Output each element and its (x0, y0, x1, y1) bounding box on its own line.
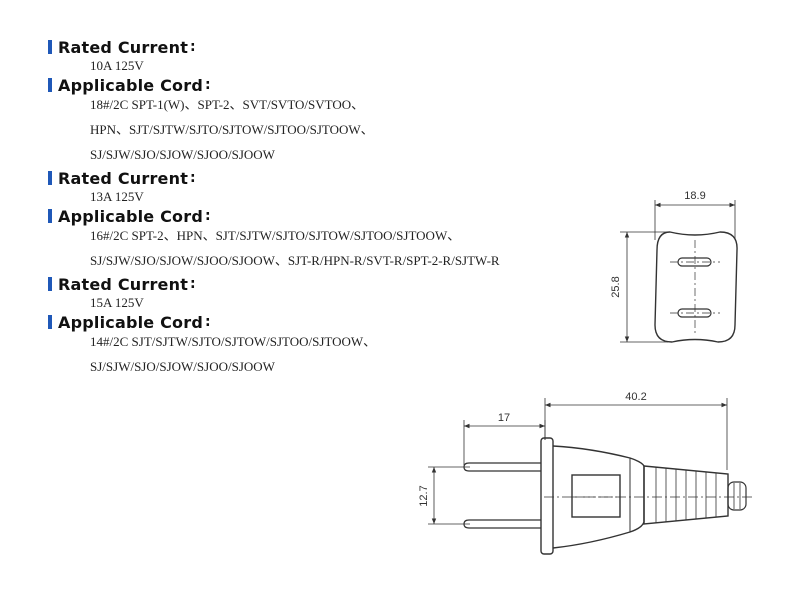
cord-line: HPN、SJT/SJTW/SJTO/SJTOW/SJTOO/SJTOOW、 (90, 122, 374, 137)
rated-current-heading: Rated Current: (48, 167, 608, 189)
heading-marker-icon (48, 40, 52, 54)
cord-list: 14#/2C SJT/SJTW/SJTO/SJTOW/SJTOO/SJTOOW、… (48, 333, 608, 375)
rated-current-heading: Rated Current: (48, 36, 608, 58)
cord-list: 18#/2C SPT-1(W)、SPT-2、SVT/SVTO/SVTOO、 HP… (48, 96, 608, 163)
face-width-label: 18.9 (684, 190, 705, 202)
applicable-cord-label: Applicable Cord (58, 75, 203, 95)
face-height-label: 25.8 (610, 276, 622, 297)
spec-block-2: Rated Current: 13A 125V Applicable Cord:… (48, 167, 608, 269)
rated-current-value: 13A 125V (90, 189, 144, 204)
rated-current-label: Rated Current (58, 37, 189, 57)
applicable-cord-label: Applicable Cord (58, 312, 203, 332)
plug-face-view (620, 200, 738, 343)
heading-marker-icon (48, 209, 52, 223)
rated-current-heading: Rated Current: (48, 273, 608, 295)
cord-line: SJ/SJW/SJO/SJOW/SJOO/SJOOW (90, 147, 275, 162)
spec-block-1: Rated Current: 10A 125V Applicable Cord:… (48, 36, 608, 163)
heading-colon: : (204, 314, 211, 330)
heading-marker-icon (48, 277, 52, 291)
heading-marker-icon (48, 315, 52, 329)
plug-side-view (428, 398, 752, 555)
spec-list: Rated Current: 10A 125V Applicable Cord:… (48, 36, 608, 379)
applicable-cord-label: Applicable Cord (58, 206, 203, 226)
heading-colon: : (190, 170, 196, 186)
heading-colon: : (204, 77, 211, 93)
cord-list: 16#/2C SPT-2、HPN、SJT/SJTW/SJTO/SJTOW/SJT… (48, 227, 608, 269)
heading-marker-icon (48, 171, 52, 185)
rated-current-label: Rated Current (58, 274, 189, 294)
cord-line: SJ/SJW/SJO/SJOW/SJOO/SJOOW (90, 359, 275, 374)
heading-marker-icon (48, 78, 52, 92)
heading-colon: : (190, 39, 196, 55)
spec-block-3: Rated Current: 15A 125V Applicable Cord:… (48, 273, 608, 375)
rated-current-value: 15A 125V (90, 295, 144, 310)
cord-line: SJ/SJW/SJO/SJOW/SJOO/SJOOW、SJT-R/HPN-R/S… (90, 253, 500, 268)
rated-current-value: 10A 125V (90, 58, 144, 73)
heading-colon: : (190, 276, 196, 292)
cord-line: 18#/2C SPT-1(W)、SPT-2、SVT/SVTO/SVTOO、 (90, 97, 365, 112)
cord-line: 14#/2C SJT/SJTW/SJTO/SJTOW/SJTOO/SJTOOW、 (90, 334, 377, 349)
cord-line: 16#/2C SPT-2、HPN、SJT/SJTW/SJTO/SJTOW/SJT… (90, 228, 461, 243)
applicable-cord-heading: Applicable Cord: (48, 205, 608, 227)
blade-length-label: 17 (498, 412, 510, 424)
blade-spacing-label: 12.7 (418, 485, 430, 506)
applicable-cord-heading: Applicable Cord: (48, 311, 608, 333)
heading-colon: : (204, 208, 211, 224)
applicable-cord-heading: Applicable Cord: (48, 74, 608, 96)
rated-current-label: Rated Current (58, 168, 189, 188)
plug-length-label: 40.2 (625, 391, 646, 403)
